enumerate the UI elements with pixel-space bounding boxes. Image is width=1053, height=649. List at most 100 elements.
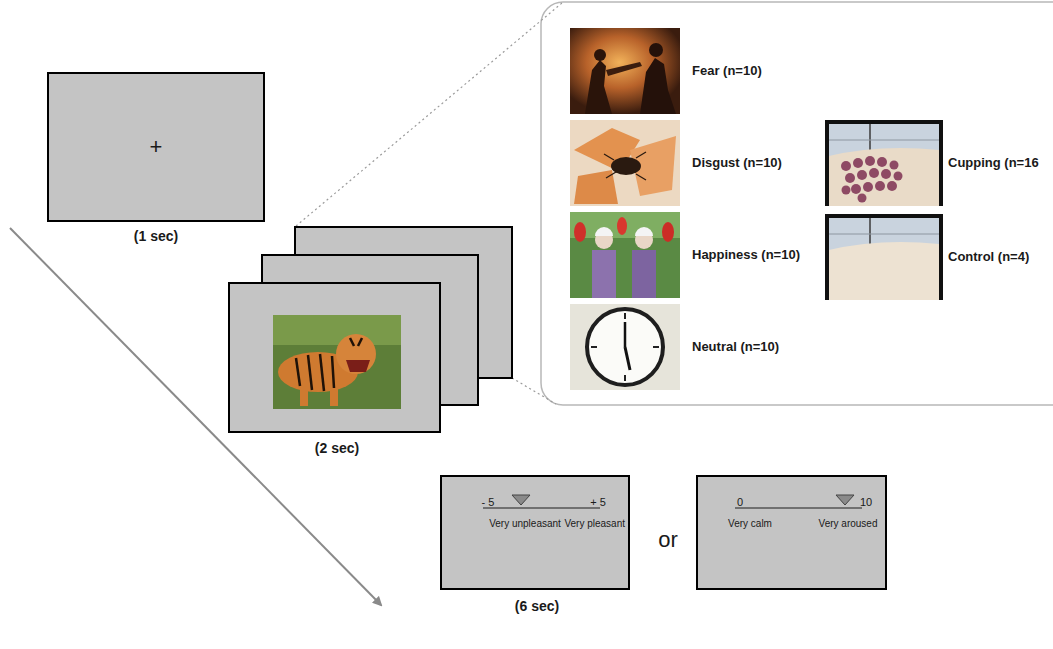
duration-label: (1 sec) xyxy=(134,228,178,244)
fixation-screen: + xyxy=(47,72,265,222)
rating-slider xyxy=(512,495,530,505)
fear-image xyxy=(594,49,606,61)
screen-fill xyxy=(440,475,630,590)
neutral-image xyxy=(570,304,680,390)
neutral-image xyxy=(570,304,680,390)
tiger-image xyxy=(358,338,362,346)
happiness-image xyxy=(632,250,656,298)
cupping-image xyxy=(829,124,939,206)
happiness-image xyxy=(570,212,680,298)
fear-image xyxy=(649,43,663,57)
tiger-image xyxy=(320,354,324,391)
tiger-image xyxy=(296,338,362,391)
neutral-image xyxy=(624,375,626,381)
scale-value: - 5 xyxy=(482,496,495,509)
scale-value: + 5 xyxy=(590,496,606,509)
rating-slider xyxy=(836,495,854,505)
time-arrow xyxy=(10,228,381,605)
disgust-image xyxy=(570,120,680,206)
neutral-image xyxy=(587,309,663,385)
cupping-image xyxy=(841,156,903,203)
fear-image xyxy=(640,58,676,114)
valence-rating-screen: - 5 + 5 Very unpleasantVery pleasant xyxy=(440,475,630,590)
time-arrow xyxy=(10,228,381,605)
scale-anchor: Very aroused xyxy=(819,518,878,530)
zoom-line xyxy=(512,378,556,404)
cupping-image xyxy=(869,124,871,150)
control-image xyxy=(829,218,939,300)
cupping-image xyxy=(825,120,943,206)
happiness-image xyxy=(592,250,616,298)
rating-slider xyxy=(483,495,862,508)
cupping-image xyxy=(853,158,863,168)
scale-anchor: Very unpleasant xyxy=(489,518,561,530)
tiger-image xyxy=(273,315,401,409)
cupping-image xyxy=(825,120,943,206)
tiger-image xyxy=(296,358,300,386)
cupping-image xyxy=(890,161,899,170)
fear-image xyxy=(570,28,680,114)
category-label: Cupping (n=16 xyxy=(948,156,1039,171)
category-label: Fear (n=10) xyxy=(692,64,762,79)
happiness-image xyxy=(617,217,627,235)
fixation-cross: + xyxy=(150,134,163,159)
tiger-image xyxy=(346,360,370,372)
cupping-image xyxy=(877,157,887,167)
screen-fill xyxy=(47,72,265,222)
cupping-image xyxy=(842,186,851,195)
scale-anchor: Very pleasant xyxy=(564,518,625,530)
neutral-image xyxy=(591,346,597,348)
cupping-image xyxy=(841,161,851,171)
cupping-image xyxy=(851,184,861,194)
rating-slider xyxy=(483,507,600,509)
cupping-image xyxy=(887,181,897,191)
neutral-image xyxy=(591,313,659,381)
control-image xyxy=(829,234,939,235)
happiness-image xyxy=(662,222,674,242)
cupping-image xyxy=(875,181,885,191)
category-label: Happiness (n=10) xyxy=(692,248,800,263)
cupping-image xyxy=(869,168,879,178)
fear-image xyxy=(606,62,642,76)
disgust-image xyxy=(604,154,614,160)
tiger-image xyxy=(273,315,401,409)
cupping-image xyxy=(858,194,867,203)
cupping-image xyxy=(863,182,873,192)
scale-value: 0 xyxy=(737,496,743,509)
tiger-image xyxy=(332,356,334,388)
cupping-image xyxy=(829,140,939,141)
neutral-image xyxy=(624,313,626,319)
tiger-image xyxy=(300,388,308,406)
neutral-image xyxy=(624,322,627,347)
category-label: Disgust (n=10) xyxy=(692,156,782,171)
scale-value: 10 xyxy=(860,496,872,509)
category-label: Control (n=4) xyxy=(948,250,1029,265)
screen-fill xyxy=(47,72,887,590)
control-image xyxy=(825,214,943,300)
tiger-image xyxy=(308,355,312,390)
tiger-image xyxy=(273,315,401,345)
cupping-image xyxy=(865,156,875,166)
arousal-rating-screen: 0 10Very calm Very aroused xyxy=(696,475,887,590)
stimulus-screen xyxy=(229,283,440,432)
fear-image xyxy=(570,28,680,114)
or-label: or xyxy=(658,527,678,552)
duration-label: (2 sec) xyxy=(315,440,359,456)
category-label: Neutral (n=10) xyxy=(692,340,779,355)
screen-fill xyxy=(696,475,887,590)
neutral-image xyxy=(625,347,630,370)
cupping-image xyxy=(894,172,903,181)
scale-anchor: Very calm xyxy=(728,518,772,530)
cupping-image xyxy=(845,173,855,183)
happiness-image xyxy=(635,227,653,236)
cupping-image xyxy=(881,169,891,179)
disgust-image xyxy=(636,174,646,180)
happiness-image xyxy=(570,212,680,298)
cupping-image xyxy=(829,148,939,206)
control-image xyxy=(829,242,939,300)
zoom-line xyxy=(296,3,562,226)
tiger-image xyxy=(330,388,338,406)
control-image xyxy=(825,214,943,300)
stimulus-panel xyxy=(541,2,1053,405)
